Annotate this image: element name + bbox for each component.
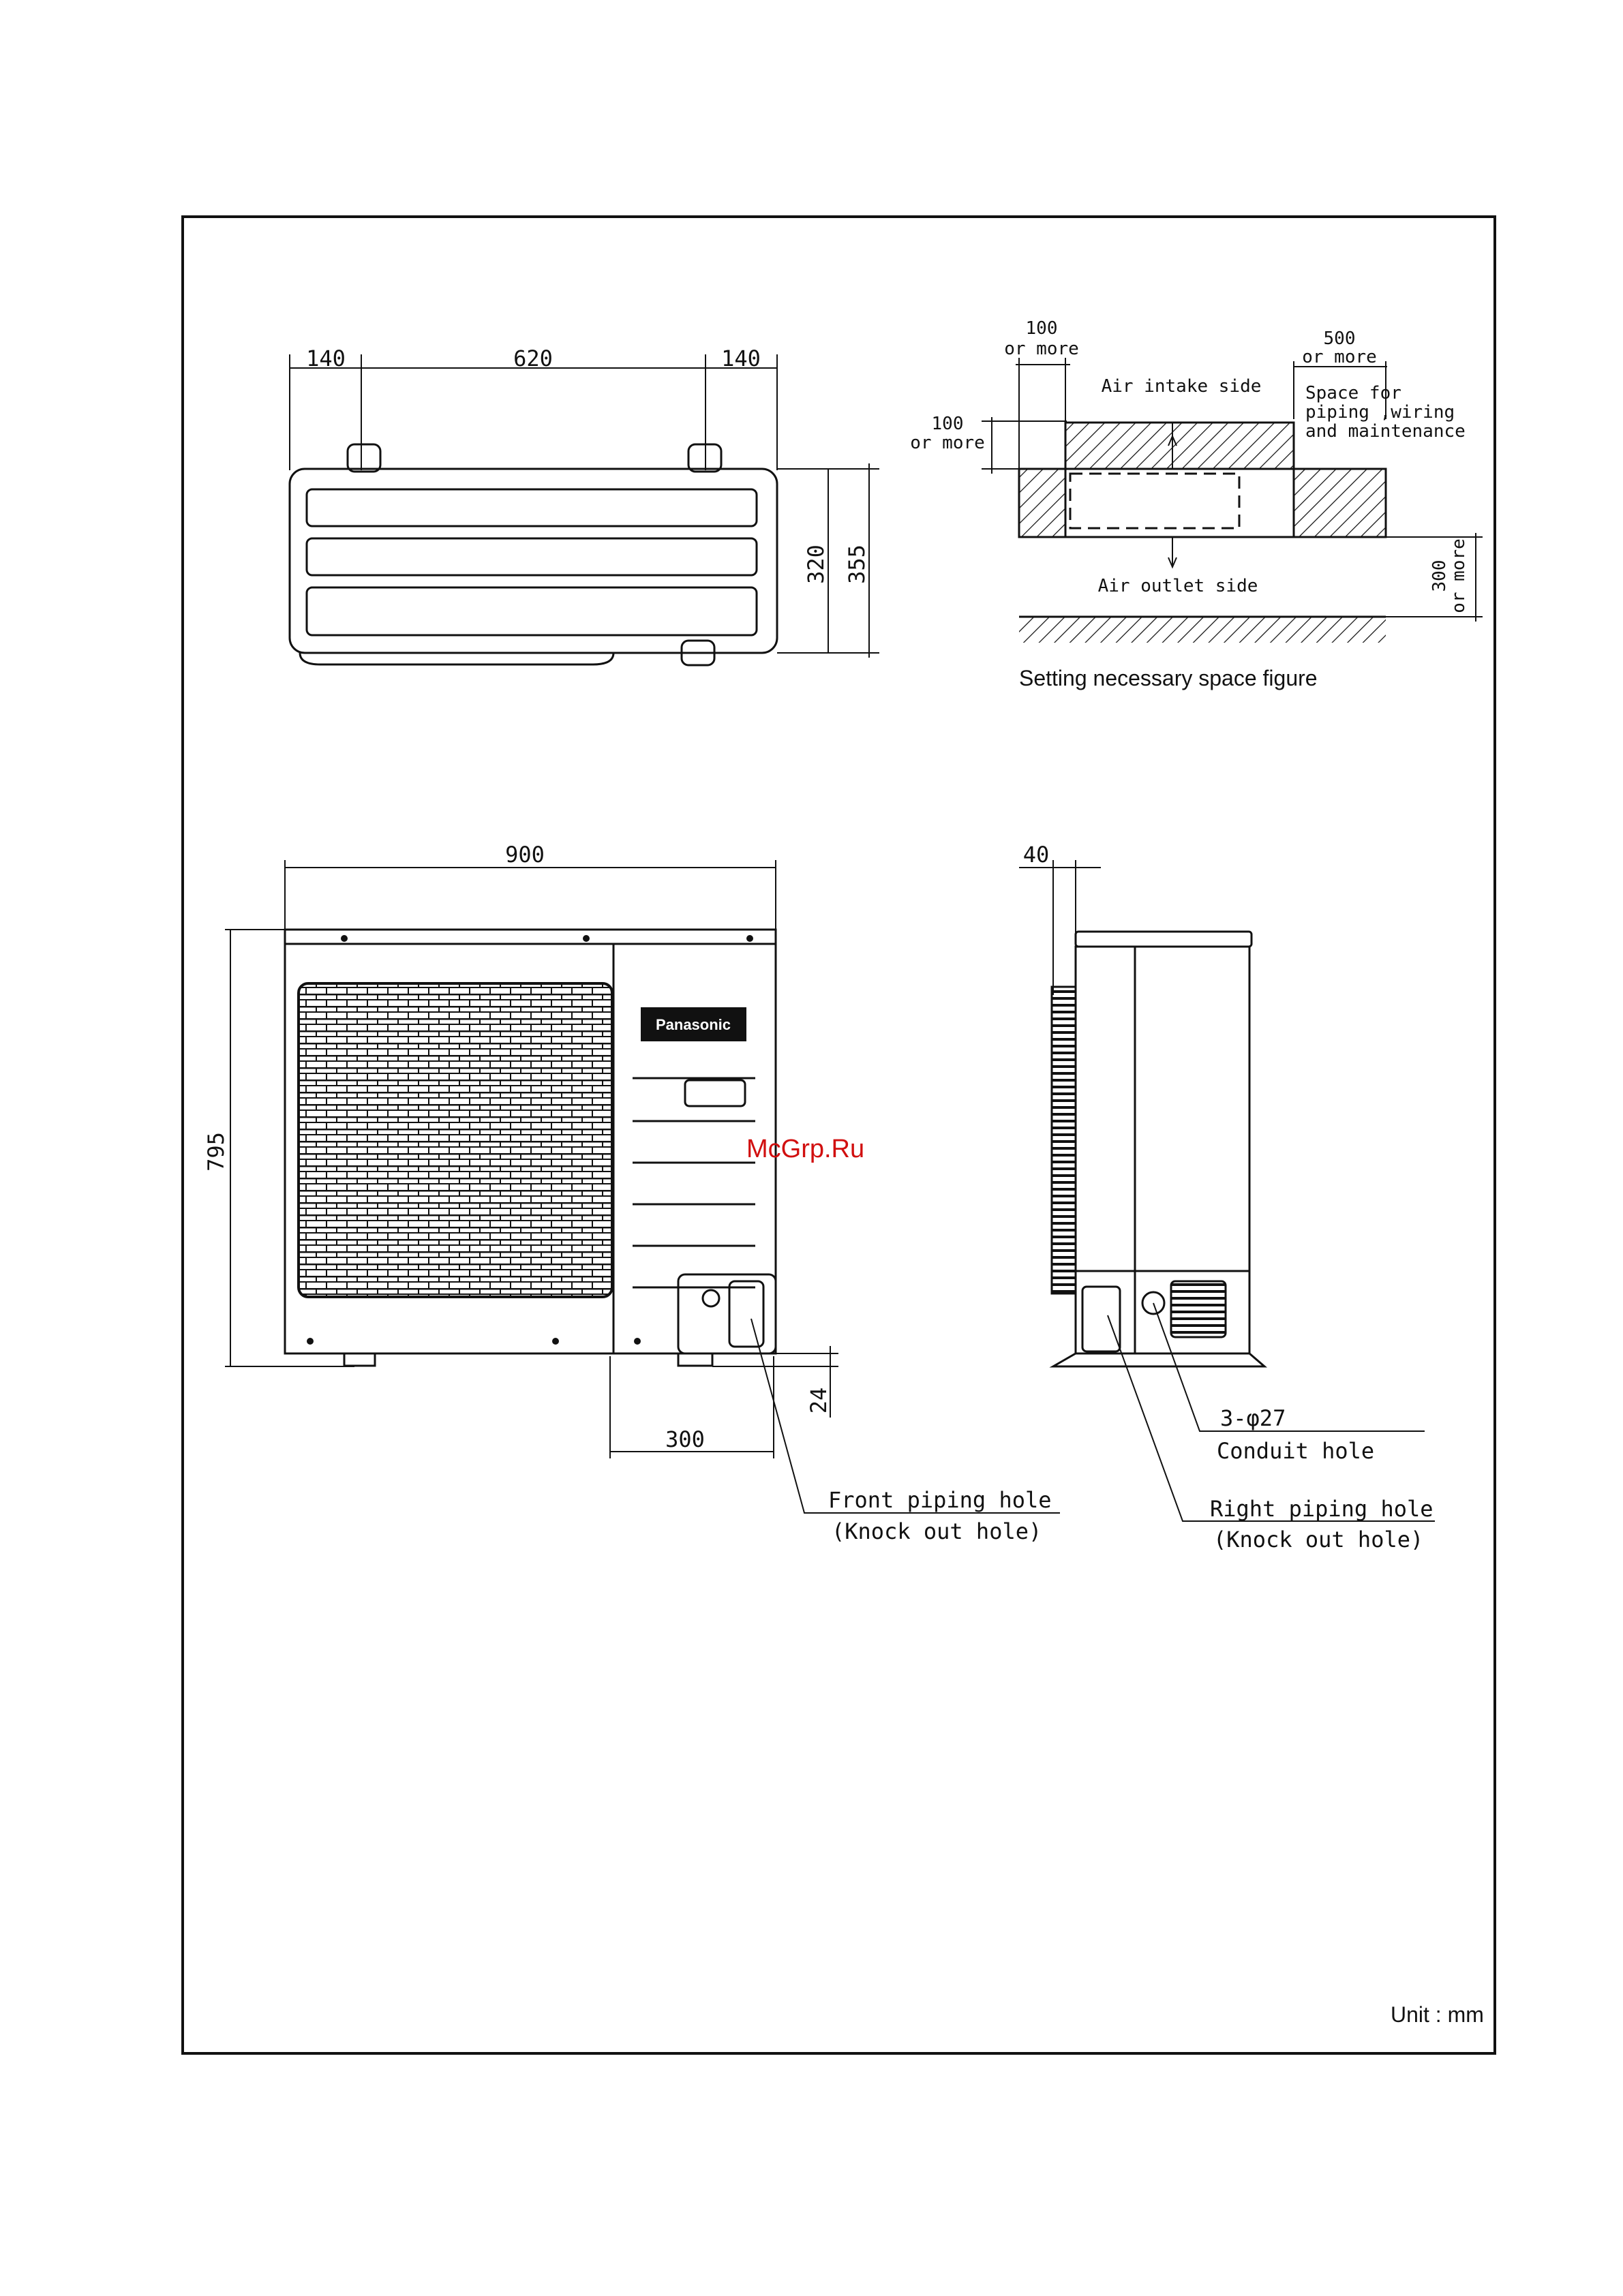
side-dim-top: 40 xyxy=(1023,842,1050,868)
space-left-top-note: or more xyxy=(1004,339,1079,359)
top-dim-depth-outer: 355 xyxy=(844,545,870,584)
conduit-line1: 3-φ27 xyxy=(1220,1405,1286,1431)
front-grille xyxy=(297,982,613,1298)
conduit-line2: Conduit hole xyxy=(1217,1438,1374,1464)
space-figure-caption: Setting necessary space figure xyxy=(1019,666,1318,690)
space-intake-label: Air intake side xyxy=(1102,376,1262,397)
space-front-note: or more xyxy=(1448,538,1469,613)
top-dim-right: 140 xyxy=(721,346,761,371)
space-front-value: 300 xyxy=(1429,560,1450,592)
space-right-top-note: or more xyxy=(1302,347,1377,367)
front-hole-line1: Front piping hole xyxy=(828,1487,1052,1513)
space-note-1: Space for xyxy=(1305,383,1401,403)
front-dim-height: 795 xyxy=(203,1132,229,1172)
space-note-3: and maintenance xyxy=(1305,421,1466,442)
space-right-top-value: 500 xyxy=(1324,328,1356,349)
space-left-side-value: 100 xyxy=(932,414,964,434)
space-left-top-value: 100 xyxy=(1026,318,1058,339)
space-left-side-note: or more xyxy=(910,433,985,453)
front-dim-width: 900 xyxy=(505,842,545,868)
top-dim-mid: 620 xyxy=(513,346,553,371)
front-view: 900 795 Panasonic xyxy=(203,842,1060,1544)
brand-badge xyxy=(641,1007,746,1041)
top-dim-left: 140 xyxy=(306,346,346,371)
drawing-border xyxy=(181,215,1496,2055)
right-hole-line1: Right piping hole xyxy=(1210,1496,1434,1522)
space-figure: 100 or more 500 or more Air intake side … xyxy=(910,318,1483,690)
unit-label: Unit : mm xyxy=(1391,2002,1484,2027)
right-hole-line2: (Knock out hole) xyxy=(1213,1527,1423,1552)
top-dim-depth-inner: 320 xyxy=(803,545,829,584)
space-note-2: piping ,wiring xyxy=(1305,402,1455,423)
brand-name: Panasonic xyxy=(656,1016,731,1033)
side-view: 40 3-φ27 Conduit hole Right piping hole … xyxy=(1019,842,1435,1552)
front-dim-offset: 300 xyxy=(665,1426,705,1452)
front-hole-line2: (Knock out hole) xyxy=(832,1518,1042,1544)
watermark: McGrp.Ru xyxy=(746,1135,864,1163)
space-outlet-label: Air outlet side xyxy=(1098,576,1258,596)
top-view: 140 620 140 320 355 xyxy=(288,346,879,667)
front-dim-feet: 24 xyxy=(806,1388,832,1414)
